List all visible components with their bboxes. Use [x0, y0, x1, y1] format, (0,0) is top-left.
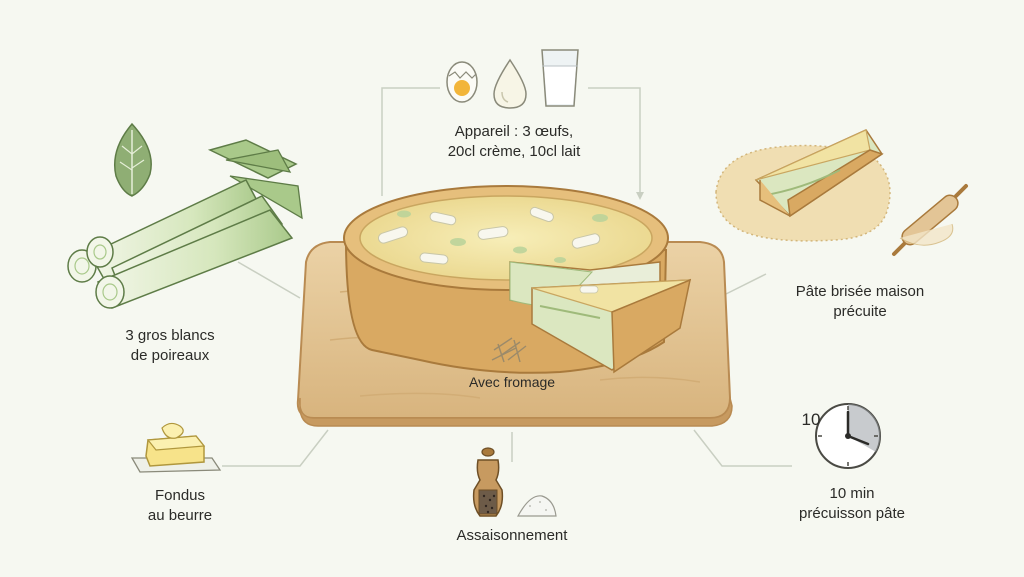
connector-fondus	[222, 429, 329, 467]
clock-number: 10	[801, 410, 821, 429]
label-pate-line2: précuite	[833, 303, 887, 320]
label-fondus: Fondus au beurre	[110, 486, 250, 526]
pie-slice-icon	[715, 129, 891, 242]
connector-appareil-left	[381, 87, 440, 196]
label-assaisonnement: Assaisonnement	[412, 526, 612, 546]
label-fondus-line2: au beurre	[147, 507, 213, 524]
label-poireaux-line2: de poireaux	[130, 347, 210, 364]
connector-pate	[721, 273, 767, 297]
milk-glass-icon	[541, 49, 579, 107]
connector-arrowheads	[636, 192, 644, 200]
clock-icon	[815, 403, 881, 469]
label-precuisson: 10 min précuisson pâte	[772, 484, 932, 524]
butter-icon	[130, 422, 222, 473]
leek-icon	[67, 139, 303, 309]
label-poireaux: 3 gros blancs de poireaux	[90, 326, 250, 366]
leaf-icon	[114, 122, 152, 197]
label-precuisson-line1: 10 min	[829, 485, 875, 502]
salt-pile-icon	[516, 495, 557, 517]
label-assaisonnement-line1: Assaisonnement	[456, 527, 568, 544]
quiche-slice	[531, 278, 692, 374]
label-fondus-line1: Fondus	[154, 487, 206, 504]
egg-icon	[446, 61, 478, 103]
cream-drop-icon	[493, 58, 527, 109]
label-pate: Pâte brisée maison précuite	[760, 282, 960, 322]
label-pate-line1: Pâte brisée maison	[795, 283, 925, 300]
connector-lines	[222, 87, 792, 467]
label-appareil: Appareil : 3 œufs, 20cl crème, 10cl lait	[400, 122, 628, 162]
label-center: Avec fromage	[468, 374, 556, 390]
grated-cheese-icon	[491, 337, 527, 363]
label-appareil-line2: 20cl crème, 10cl lait	[447, 143, 581, 160]
label-appareil-line1: Appareil : 3 œufs,	[454, 123, 574, 140]
label-poireaux-line1: 3 gros blancs	[125, 327, 215, 344]
connector-poireaux	[237, 261, 301, 299]
connector-appareil-right	[588, 87, 641, 196]
label-precuisson-line2: précuisson pâte	[799, 505, 905, 522]
rolling-pin-icon	[892, 184, 968, 256]
connector-precuisson	[693, 429, 792, 467]
pepper-mill-icon	[472, 447, 504, 517]
